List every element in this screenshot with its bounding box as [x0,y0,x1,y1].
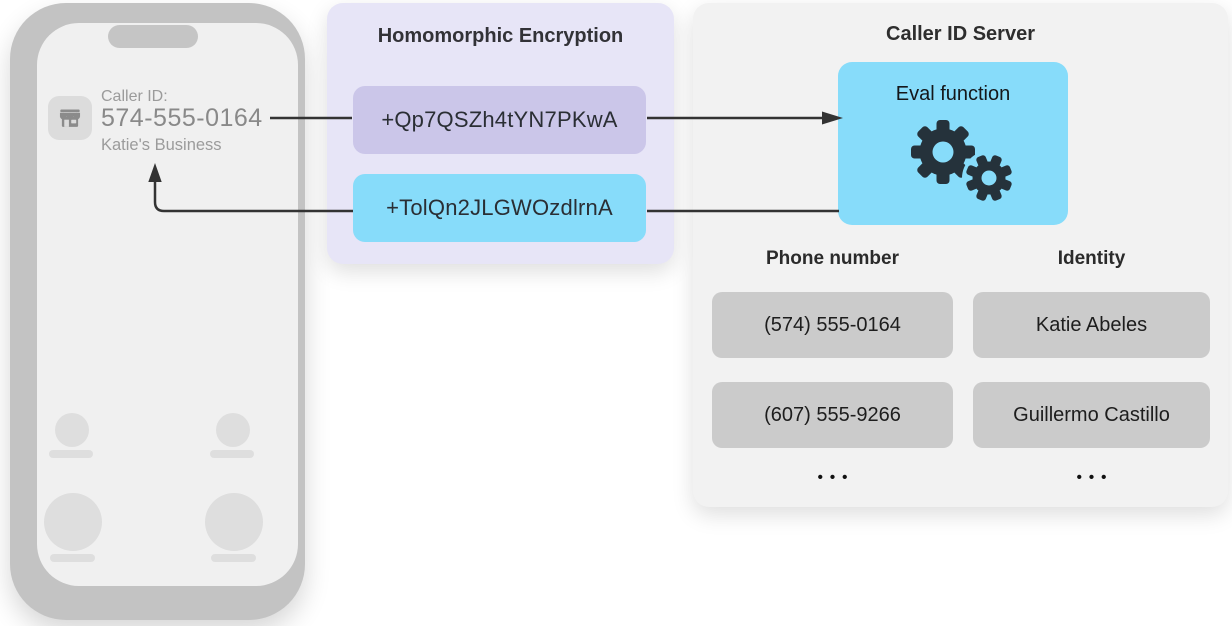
table-cell-identity-1: Katie Abeles [973,292,1210,358]
encrypted-query-text: +Qp7QSZh4tYN7PKwA [381,107,618,132]
phone-notch [108,25,198,48]
avatar-label-bar [49,450,93,458]
caller-id-label: Caller ID: [101,88,168,105]
identity-column-ellipsis: ••• [1076,469,1114,486]
avatar-label-bar [211,554,256,562]
server-panel-title: Caller ID Server [886,23,1035,45]
gears-icon [911,120,1016,205]
encrypted-response-box: +TolQn2JLGWOzdlrnA [353,174,646,242]
phone-value: (607) 555-9266 [764,403,901,426]
avatar-placeholder [44,493,102,551]
column-header-identity: Identity [1057,248,1126,269]
avatar-placeholder [55,413,89,447]
homomorphic-encryption-panel: Homomorphic Encryption +Qp7QSZh4tYN7PKwA… [327,3,674,264]
caller-id-server-panel: Caller ID Server Eval function [693,3,1228,507]
caller-name: Katie's Business [101,136,222,154]
avatar-label-bar [210,450,254,458]
phone-column-ellipsis: ••• [817,469,855,486]
encrypted-response-text: +TolQn2JLGWOzdlrnA [386,195,613,220]
avatar-label-bar [50,554,95,562]
identity-value: Katie Abeles [1035,313,1148,336]
caller-number: 574-555-0164 [101,104,263,132]
column-header-phone-number: Phone number [765,248,899,269]
table-cell-identity-2: Guillermo Castillo [973,382,1210,448]
encrypted-query-box: +Qp7QSZh4tYN7PKwA [353,86,646,154]
storefront-icon [59,109,81,127]
avatar-placeholder [216,413,250,447]
encryption-panel-title: Homomorphic Encryption [377,25,624,47]
eval-function-box: Eval function [838,62,1068,225]
avatar-placeholder [205,493,263,551]
table-cell-phone-1: (574) 555-0164 [712,292,953,358]
identity-value: Guillermo Castillo [1013,403,1170,426]
caller-icon-tile [48,96,92,140]
table-cell-phone-2: (607) 555-9266 [712,382,953,448]
phone-value: (574) 555-0164 [764,313,901,336]
eval-function-label: Eval function [895,83,1011,105]
